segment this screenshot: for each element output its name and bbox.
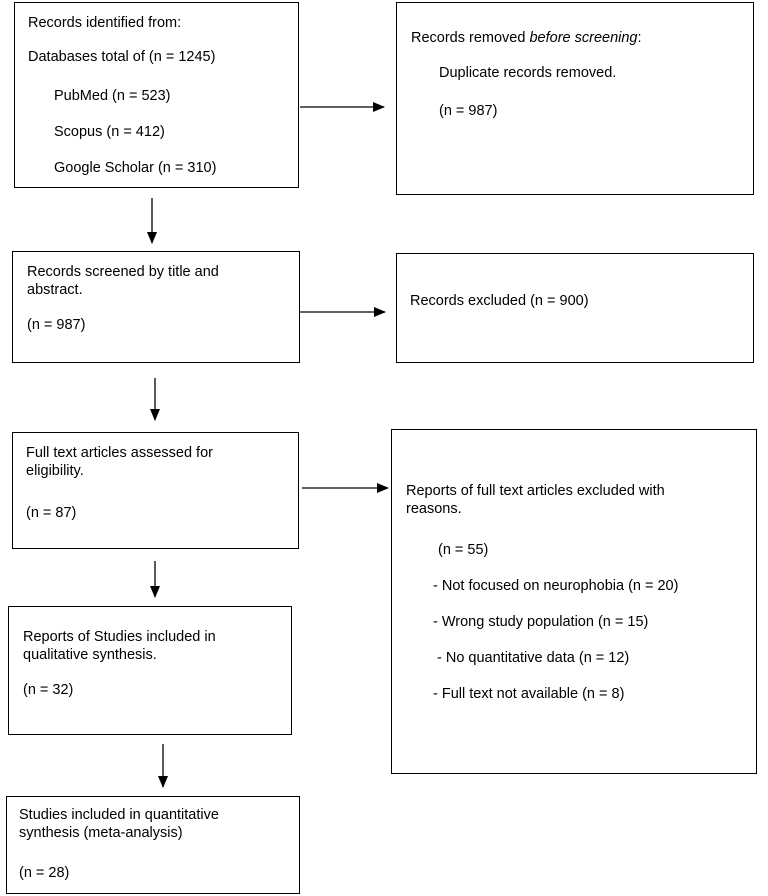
reason-item: - No quantitative data (n = 12) — [437, 650, 630, 666]
fulltext-count: (n = 87) — [26, 505, 77, 521]
reason-item: - Wrong study population (n = 15) — [433, 614, 649, 630]
qualitative-count: (n = 32) — [23, 682, 74, 698]
fulltext-line1: Full text articles assessed for — [26, 445, 213, 461]
reason-item: - Full text not available (n = 8) — [433, 686, 625, 702]
reports-excluded-box — [391, 429, 757, 774]
quantitative-box — [6, 796, 300, 894]
quantitative-line2: synthesis (meta-analysis) — [19, 825, 183, 841]
removed-duplicates: Duplicate records removed. — [439, 65, 617, 81]
quantitative-line1: Studies included in quantitative — [19, 807, 219, 823]
identification-heading: Records identified from: — [28, 15, 182, 31]
identification-box — [14, 2, 299, 188]
reports-excluded-line2: reasons. — [406, 501, 462, 517]
removed-heading-emphasis: before screening — [529, 30, 638, 46]
removed-heading: Records removed before screening: — [411, 29, 642, 47]
screened-line2: abstract. — [27, 282, 83, 298]
identification-scopus: Scopus (n = 412) — [54, 124, 165, 140]
reports-excluded-count: (n = 55) — [438, 542, 489, 558]
quantitative-count: (n = 28) — [19, 865, 70, 881]
identification-total: Databases total of (n = 1245) — [28, 49, 216, 65]
screened-box — [12, 251, 300, 363]
screened-count: (n = 987) — [27, 317, 86, 333]
removed-box — [396, 2, 754, 195]
identification-scholar: Google Scholar (n = 310) — [54, 160, 217, 176]
reports-excluded-line1: Reports of full text articles excluded w… — [406, 483, 665, 499]
fulltext-line2: eligibility. — [26, 463, 84, 479]
screened-line1: Records screened by title and — [27, 264, 219, 280]
removed-count: (n = 987) — [439, 103, 498, 119]
removed-heading-prefix: Records removed — [411, 30, 530, 46]
qualitative-line1: Reports of Studies included in — [23, 629, 216, 645]
identification-pubmed: PubMed (n = 523) — [54, 88, 171, 104]
excluded-text: Records excluded (n = 900) — [410, 293, 589, 309]
qualitative-line2: qualitative synthesis. — [23, 647, 157, 663]
reason-item: - Not focused on neurophobia (n = 20) — [433, 578, 679, 594]
excluded-box — [396, 253, 754, 363]
fulltext-box — [12, 432, 299, 549]
removed-heading-suffix: : — [637, 30, 642, 46]
qualitative-box — [8, 606, 292, 735]
